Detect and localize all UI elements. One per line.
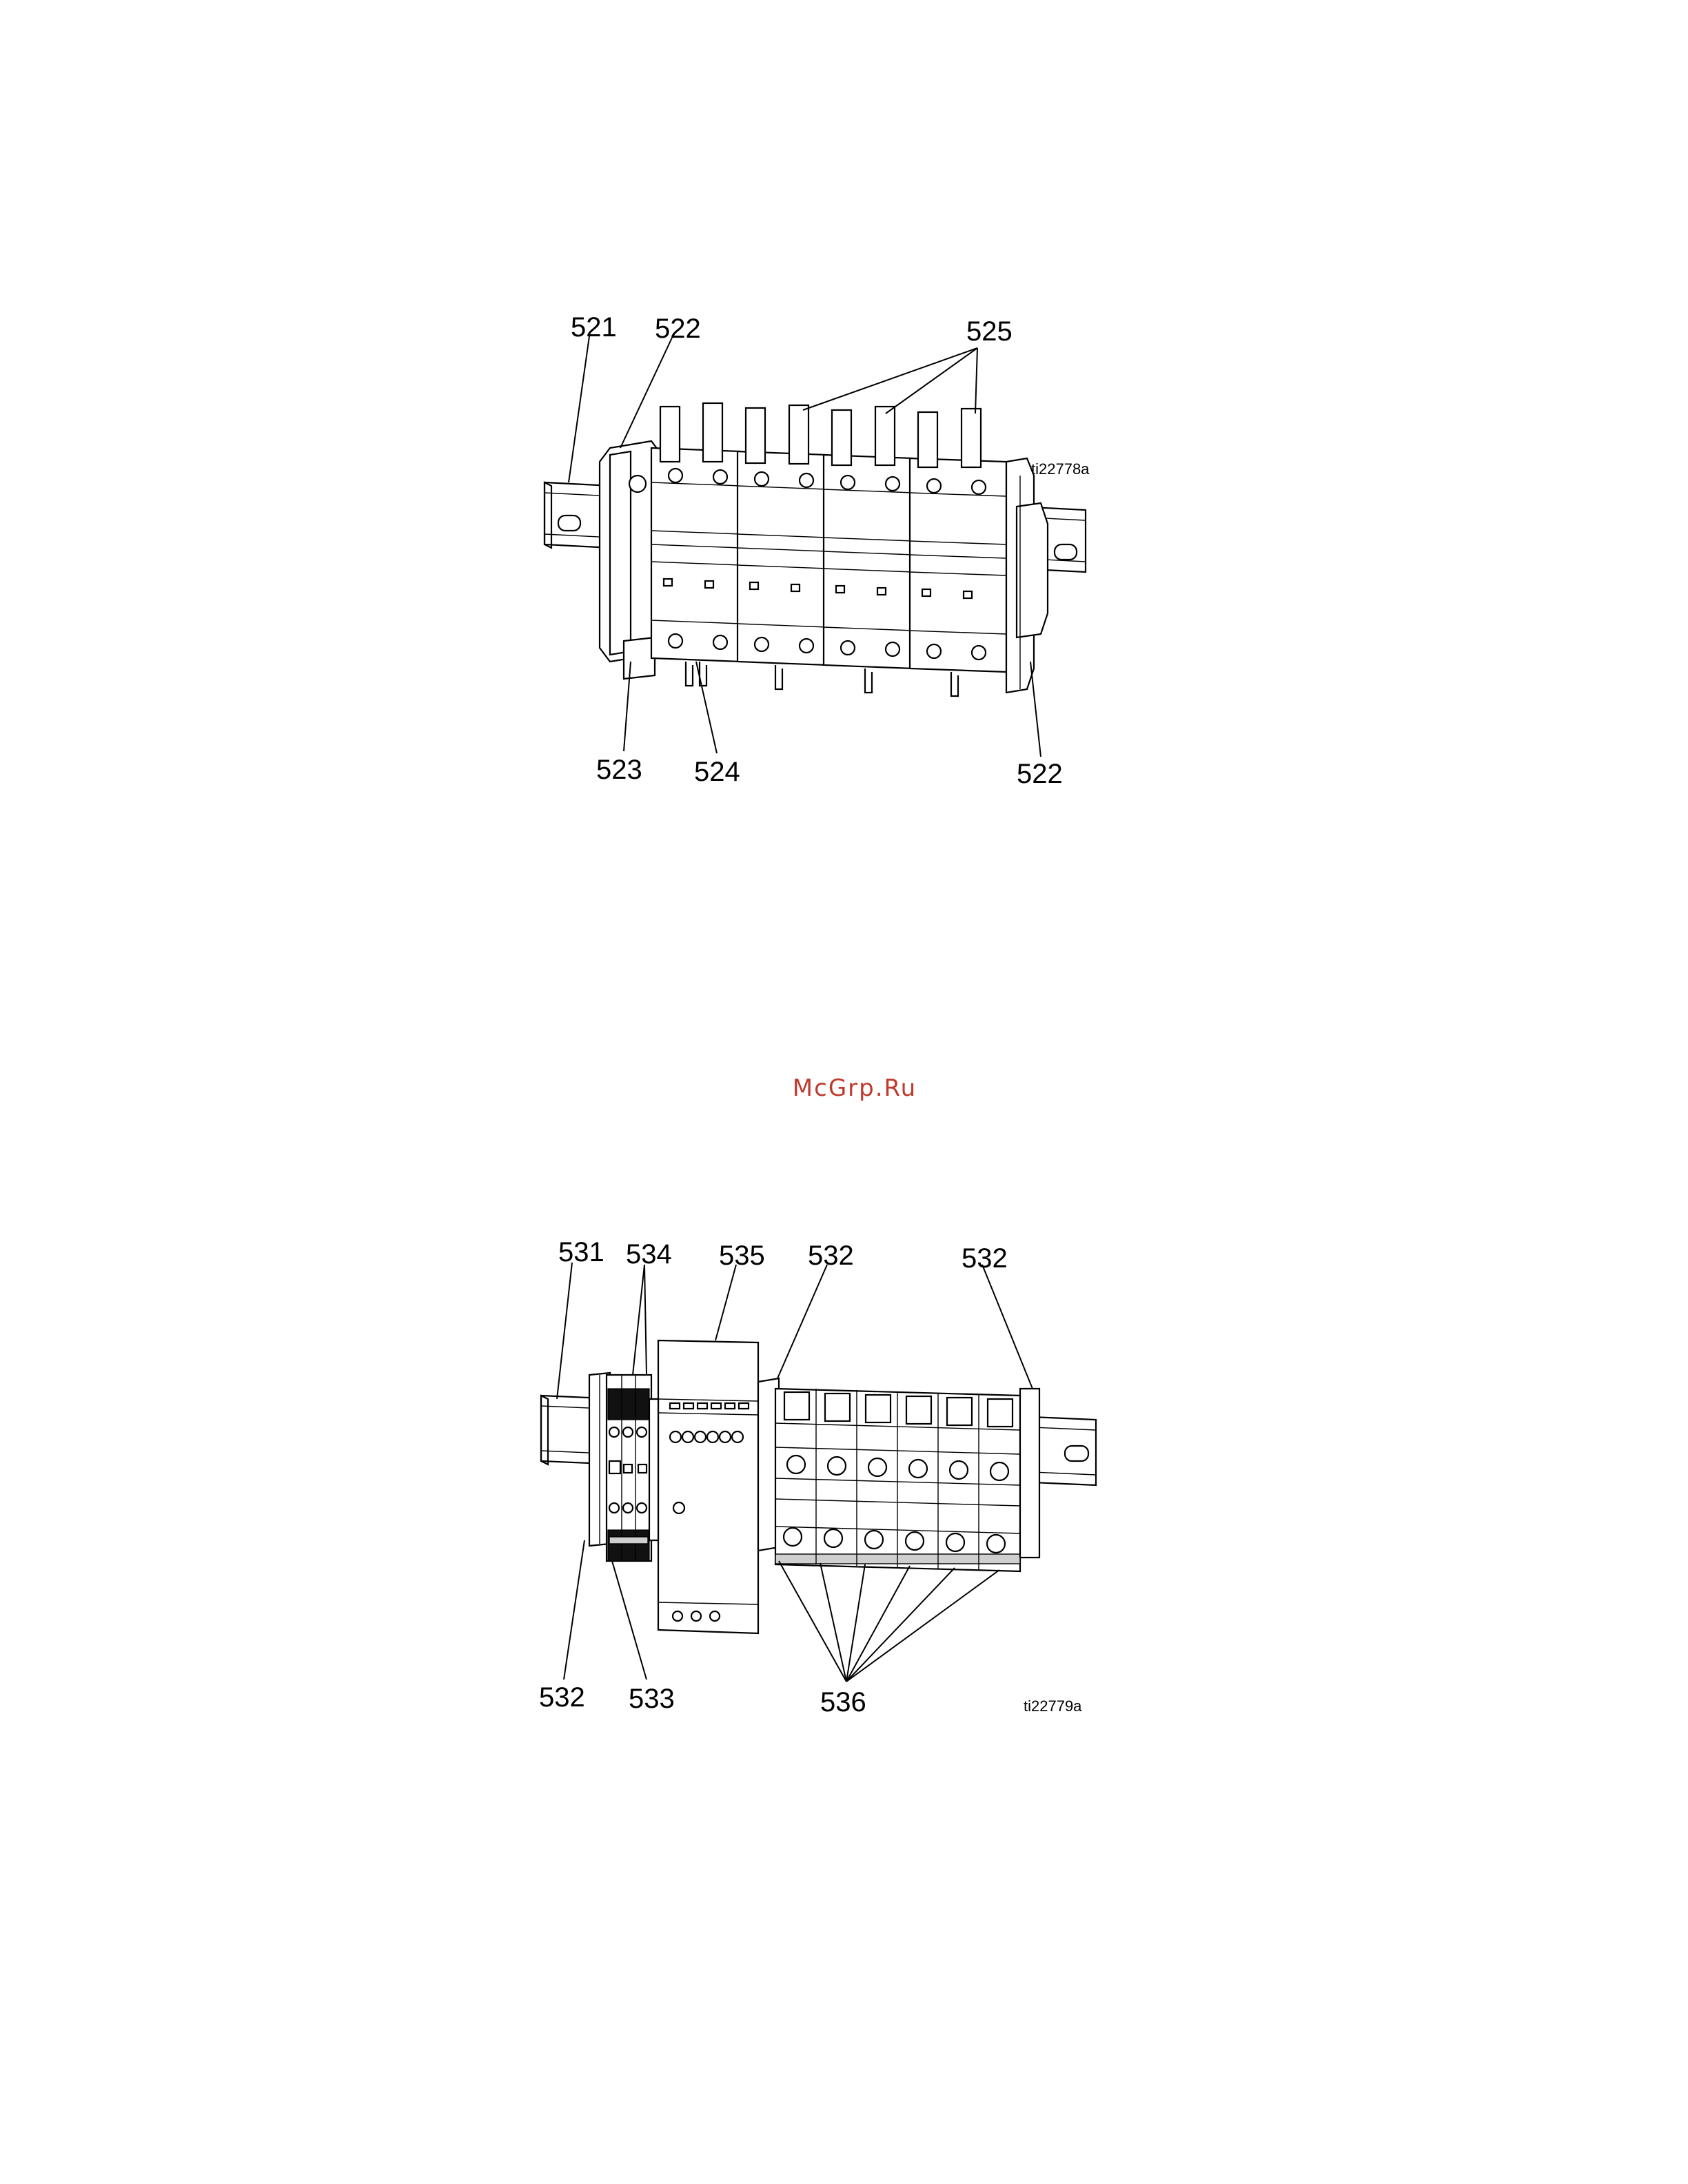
- end-stop-right: [1006, 458, 1048, 693]
- callout-522-top: 522: [655, 315, 701, 343]
- callout-532-bottom: 532: [539, 1684, 585, 1711]
- callout-524: 524: [694, 758, 740, 786]
- callout-535: 535: [719, 1242, 765, 1269]
- power-supply-module: [649, 1340, 779, 1633]
- relay-modules: [775, 1389, 1020, 1571]
- callout-521: 521: [571, 314, 617, 341]
- breaker-modules: [651, 403, 1006, 696]
- callout-534: 534: [626, 1241, 672, 1268]
- end-stop-bottom-right: [1020, 1389, 1039, 1558]
- breaker-module-4: [910, 409, 1006, 696]
- callout-536: 536: [820, 1688, 866, 1716]
- callout-532-top-left: 532: [808, 1242, 854, 1269]
- callout-531: 531: [558, 1238, 604, 1266]
- watermark-text: McGrp.Ru: [717, 1076, 993, 1100]
- callout-522-bottom: 522: [1017, 760, 1063, 788]
- callout-525: 525: [966, 318, 1013, 345]
- callout-532-top-right: 532: [962, 1245, 1008, 1272]
- terminal-blocks: [607, 1375, 651, 1561]
- breaker-module-3: [824, 407, 913, 693]
- figure-id-bottom: ti22779a: [1024, 1699, 1081, 1714]
- figure-id-top: ti22778a: [1031, 462, 1089, 477]
- callout-523: 523: [596, 756, 642, 784]
- breaker-module-2: [738, 405, 827, 689]
- callout-533: 533: [629, 1685, 675, 1713]
- breaker-module-1: [651, 403, 741, 686]
